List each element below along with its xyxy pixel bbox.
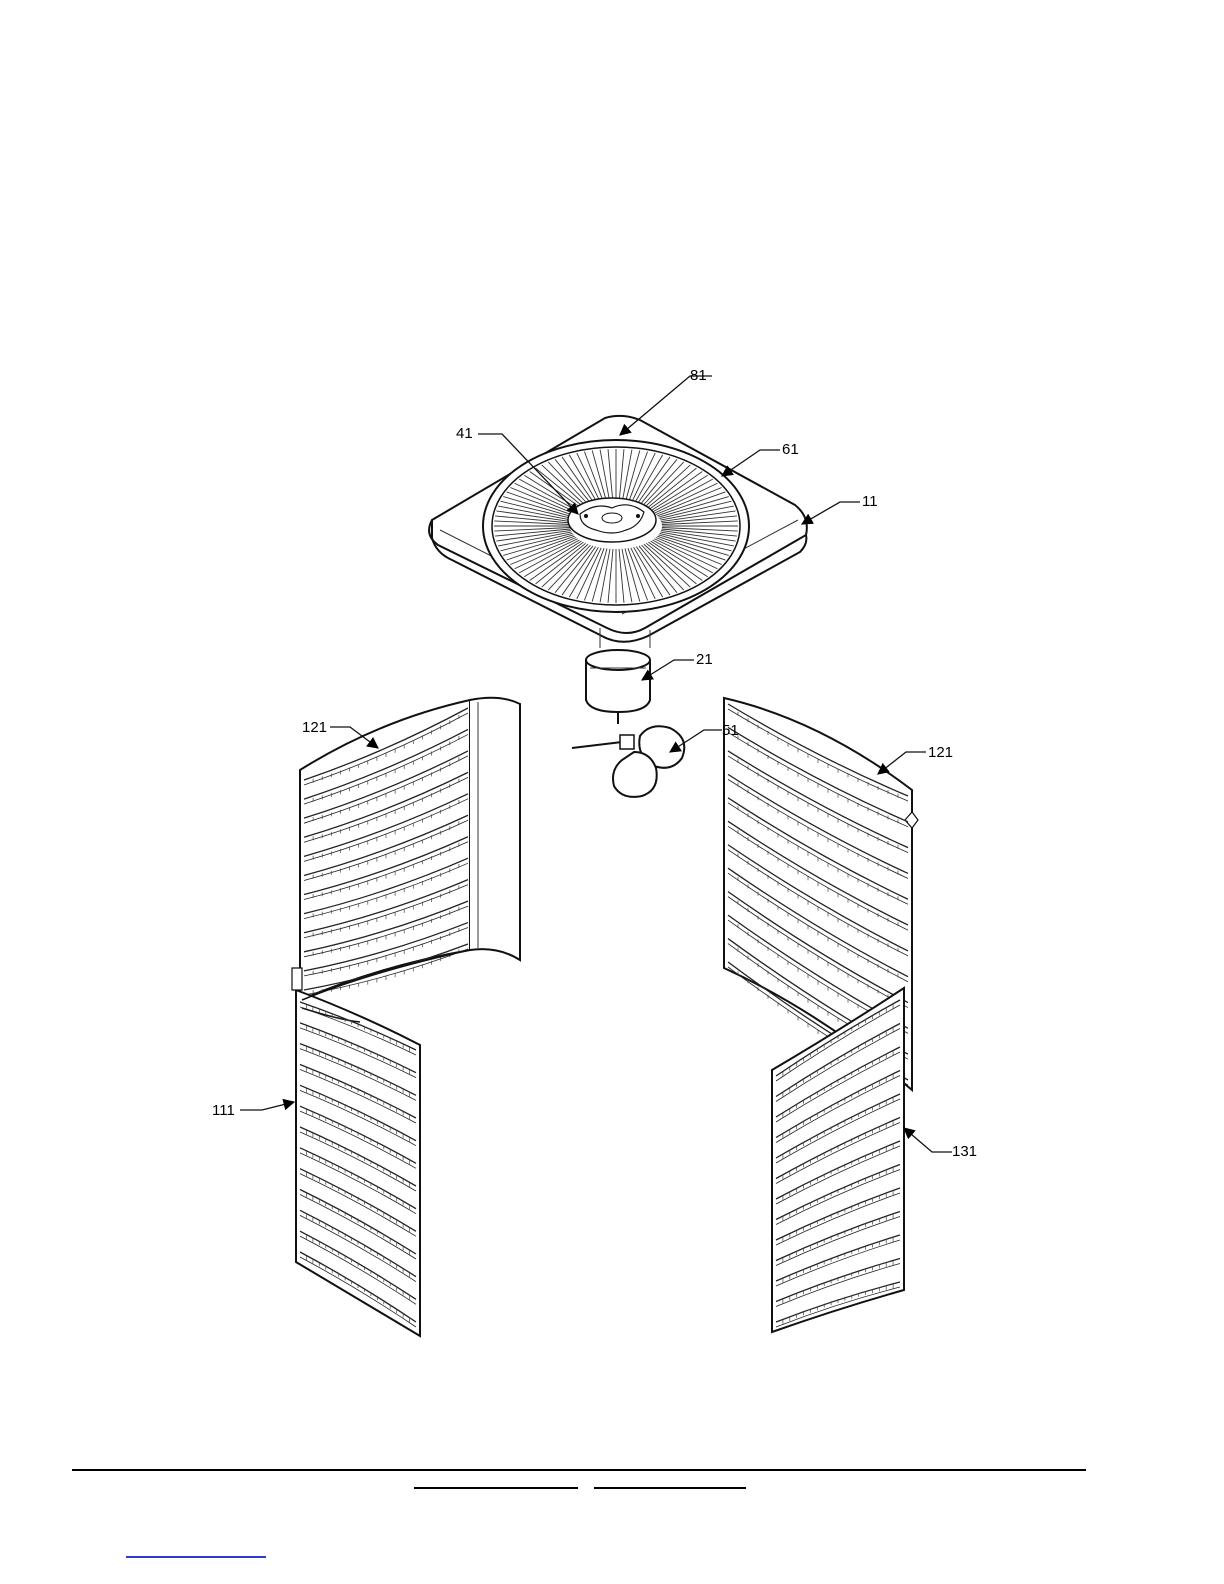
- fan-grille: [483, 440, 749, 612]
- callout-61-label: 61: [782, 441, 799, 458]
- callout-21: 21: [642, 651, 713, 680]
- callout-11: 11: [802, 493, 878, 524]
- callout-111: 111: [212, 1102, 294, 1119]
- callout-111-label: 111: [212, 1102, 235, 1119]
- callout-121-right: 121: [878, 744, 953, 774]
- callout-51-label: 51: [722, 722, 739, 739]
- callout-121-right-label: 121: [928, 744, 953, 761]
- fan-blade: [572, 726, 684, 797]
- callout-131: 131: [904, 1128, 977, 1160]
- callout-11-label: 11: [862, 493, 878, 510]
- fan-motor: [586, 650, 650, 724]
- callout-131-label: 131: [952, 1143, 977, 1160]
- right-lower-panel: [772, 988, 904, 1332]
- left-upper-panel: [300, 698, 520, 1000]
- callout-41-label: 41: [456, 425, 473, 442]
- callout-81-label: 81: [690, 367, 707, 384]
- footer-rules: [72, 1470, 1086, 1557]
- left-lower-panel: [292, 950, 470, 1336]
- callout-121-left-label: 121: [302, 719, 327, 736]
- callout-21-label: 21: [696, 651, 713, 668]
